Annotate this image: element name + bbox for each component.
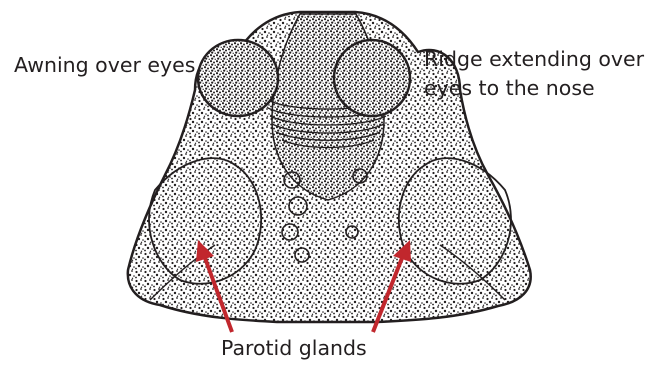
label-awning-over-eyes: Awning over eyes xyxy=(14,52,195,78)
label-ridge-line-2: eyes to the nose xyxy=(424,75,595,101)
label-ridge-line-1: Ridge extending over xyxy=(424,46,644,72)
right-eye-dome xyxy=(334,40,410,116)
left-eye-dome xyxy=(198,40,278,116)
label-parotid-glands: Parotid glands xyxy=(221,335,367,361)
